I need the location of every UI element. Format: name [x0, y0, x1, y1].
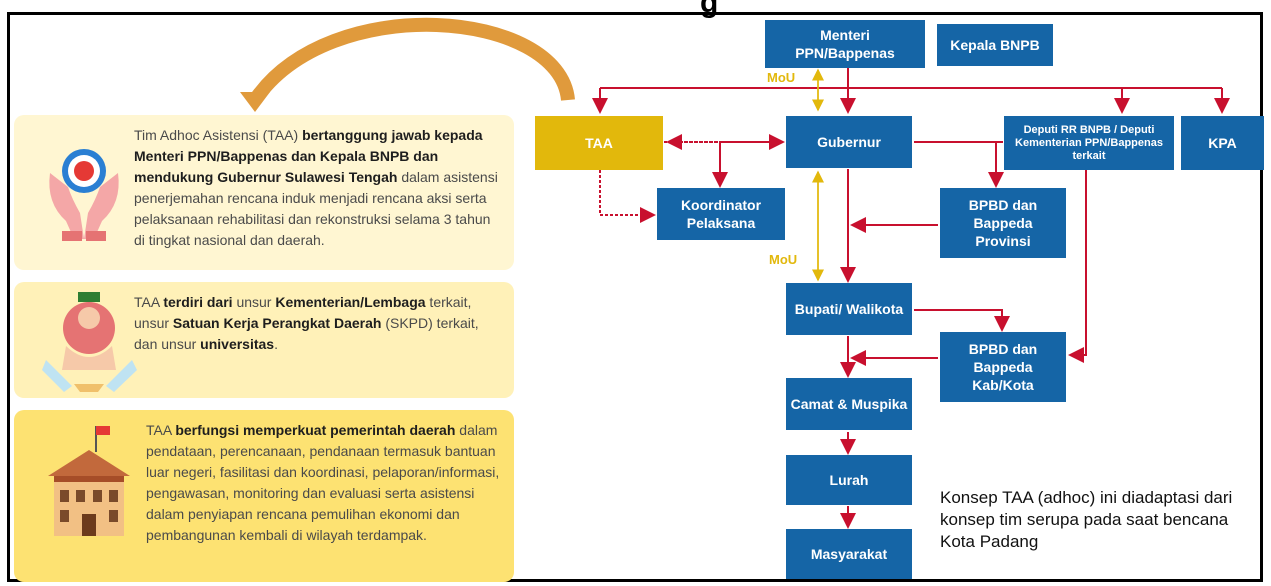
node-masyarakat: Masyarakat [786, 529, 912, 579]
card-function: TAA berfungsi memperkuat pemerintah daer… [14, 410, 514, 582]
card-text-segment: terkait, unsur [134, 294, 472, 331]
curved-arrow-head [240, 92, 270, 112]
page-title-fragment: g [700, 0, 719, 19]
card-text-segment: dalam asistensi penerjemahan rencana ind… [134, 169, 498, 248]
card-responsibility: Tim Adhoc Asistensi (TAA) bertanggung ja… [14, 115, 514, 270]
node-bpbd-provinsi: BPBD dan Bappeda Provinsi [940, 188, 1066, 258]
node-bpbd-kabkota: BPBD dan Bappeda Kab/Kota [940, 332, 1066, 402]
mou-label-top: MoU [767, 70, 796, 85]
hands-protect-icon [49, 149, 119, 241]
card-text-segment: unsur [232, 294, 276, 310]
mou-label-mid: MoU [769, 252, 798, 267]
card-text-segment: dalam pendataan, perencanaan, pendanaan … [146, 422, 500, 543]
node-kpa: KPA [1181, 116, 1264, 170]
card-text-segment: Tim Adhoc Asistensi (TAA) [134, 127, 303, 143]
card-text-segment: (SKPD) terkait, dan unsur [134, 315, 479, 352]
government-building-icon [48, 426, 130, 536]
card-text-segment: Satuan Kerja Perangkat Daerah [172, 315, 382, 331]
card-text-segment: TAA [134, 294, 164, 310]
node-deputi: Deputi RR BNPB / Deputi Kementerian PPN/… [1004, 116, 1174, 170]
node-koordinator: Koordinator Pelaksana [657, 188, 785, 240]
slide-frame [7, 12, 1263, 582]
node-lurah: Lurah [786, 455, 912, 505]
card-text-segment: terdiri dari [163, 294, 233, 310]
card-text-segment: universitas [200, 336, 275, 352]
node-kepala-bnpb: Kepala BNPB [937, 24, 1053, 66]
card-text-segment: bertanggung jawab kepada Menteri PPN/Bap… [134, 127, 483, 185]
card-text-segment: TAA [146, 422, 176, 438]
card-text-segment: . [274, 336, 278, 352]
node-menteri: Menteri PPN/Bappenas [765, 20, 925, 68]
curved-arrow [249, 17, 575, 105]
card-text: Tim Adhoc Asistensi (TAA) bertanggung ja… [134, 125, 504, 251]
team-group-icon [42, 292, 137, 392]
node-taa: TAA [535, 116, 663, 170]
card-text-segment: Kementerian/Lembaga [275, 294, 426, 310]
card-text-segment: berfungsi memperkuat pemerintah daerah [175, 422, 456, 438]
card-text: TAA berfungsi memperkuat pemerintah daer… [146, 420, 504, 546]
card-composition: TAA terdiri dari unsur Kementerian/Lemba… [14, 282, 514, 398]
card-text: TAA terdiri dari unsur Kementerian/Lemba… [134, 292, 504, 355]
node-gubernur: Gubernur [786, 116, 912, 168]
node-camat: Camat & Muspika [786, 378, 912, 430]
concept-note: Konsep TAA (adhoc) ini diadaptasi dari k… [940, 488, 1233, 551]
node-bupati: Bupati/ Walikota [786, 283, 912, 335]
